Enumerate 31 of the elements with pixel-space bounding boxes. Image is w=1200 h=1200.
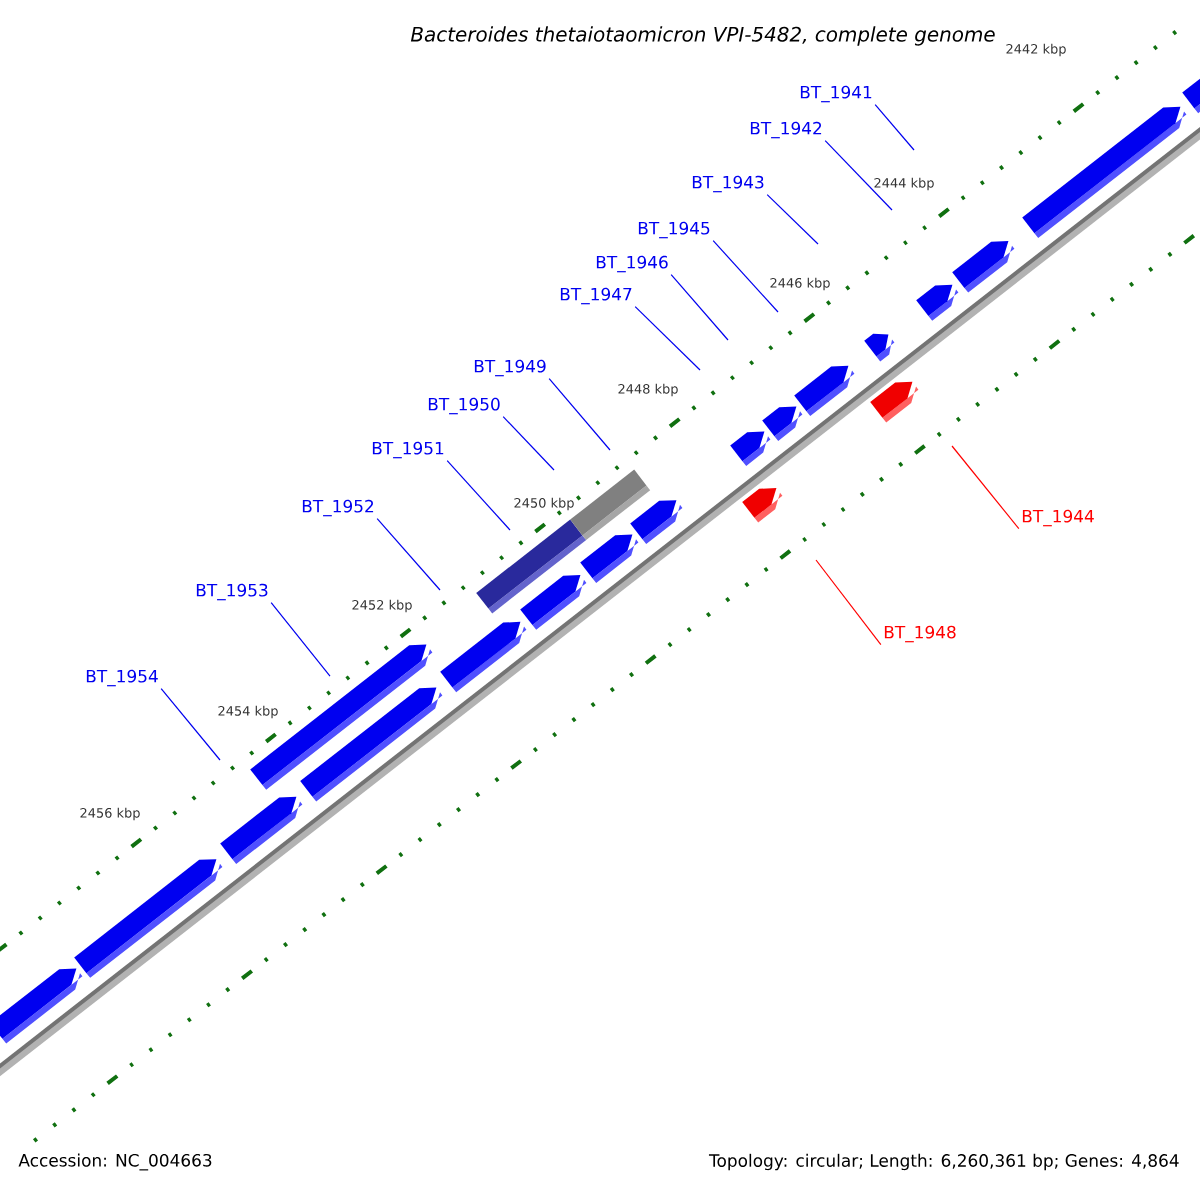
gene-label: BT_1942 xyxy=(750,121,822,139)
gene-label: BT_1950 xyxy=(428,397,500,415)
leader-line xyxy=(270,602,331,677)
gene-label: BT_1941 xyxy=(800,85,872,103)
leader-line xyxy=(951,445,1020,530)
leader-line xyxy=(824,140,893,211)
leader-line xyxy=(160,688,221,761)
gene-label: BT_1953 xyxy=(196,583,268,601)
leader-line xyxy=(548,378,611,451)
gene-label: BT_1951 xyxy=(372,441,444,459)
gene-label: BT_1943 xyxy=(692,175,764,193)
gene-label: BT_1948 xyxy=(884,625,956,643)
gene-label: BT_1944 xyxy=(1022,509,1094,527)
leader-line xyxy=(502,416,555,471)
gene-label: BT_1949 xyxy=(474,359,546,377)
gene-label: BT_1946 xyxy=(596,255,668,273)
leader-line xyxy=(446,460,511,531)
leader-line xyxy=(815,559,882,646)
leader-line xyxy=(376,518,441,591)
leader-line xyxy=(874,104,915,151)
gene-label: BT_1952 xyxy=(302,499,374,517)
leader-line xyxy=(634,306,701,371)
gene-label: BT_1945 xyxy=(638,221,710,239)
footer-text: Accession: NC_004663 xyxy=(18,1153,212,1171)
gene-label: BT_1954 xyxy=(86,669,158,687)
gene-label: BT_1947 xyxy=(560,287,632,305)
leader-line xyxy=(766,194,819,245)
leader-line xyxy=(712,240,779,313)
title: Bacteroides thetaiotaomicron VPI-5482, complete genome xyxy=(410,26,995,46)
leader-line xyxy=(670,274,729,341)
footer-text: Topology: circular; Length: 6,260,361 bp; Genes: 4,864 xyxy=(708,1153,1179,1171)
